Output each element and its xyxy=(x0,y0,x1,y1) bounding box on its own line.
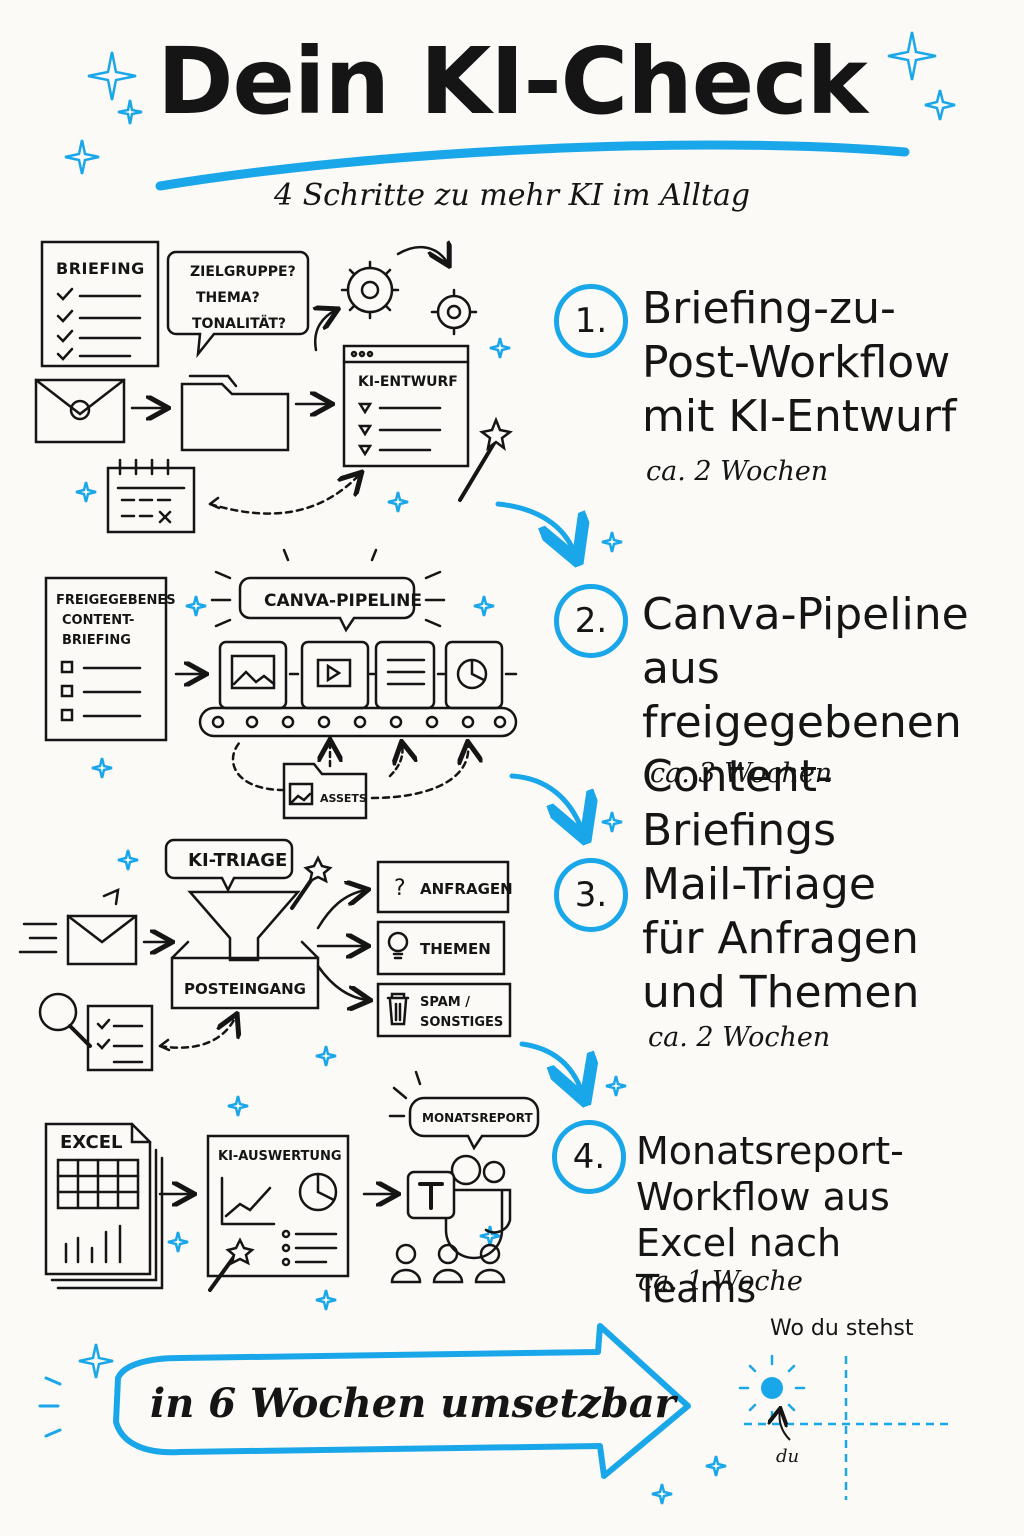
cta-text: in 6 Wochen umsetzbar xyxy=(150,1380,676,1427)
lightbulb-icon xyxy=(387,931,409,953)
where-you-stand-label: Wo du stehst xyxy=(770,1316,914,1341)
person-icon xyxy=(395,1243,417,1265)
category-anfragen xyxy=(376,860,510,914)
step-3-duration: ca. 2 Wochen xyxy=(648,1022,831,1053)
sparkle-icon xyxy=(64,31,956,1505)
step-1-title: Briefing-zu-Post-Workflow mit KI-Entwurf xyxy=(642,283,957,442)
content-briefing-line-2: CONTENT- xyxy=(62,613,134,628)
step-4-title: Monatsreport-Workflow aus Excel nach Tea… xyxy=(636,1129,904,1311)
email-icon xyxy=(34,378,126,444)
ki-auswertung-label: KI-AUSWERTUNG xyxy=(218,1149,342,1164)
ki-triage-bubble xyxy=(164,838,294,893)
incoming-mail-icon xyxy=(66,914,138,966)
image-card xyxy=(218,640,288,710)
bubble-line-1: ZIELGRUPPE? xyxy=(190,264,296,280)
page-subtitle: 4 Schritte zu mehr KI im Alltag xyxy=(273,178,751,213)
spam-label-line-1: SPAM / xyxy=(420,995,470,1010)
ki-triage-label: KI-TRIAGE xyxy=(188,850,287,871)
excel-document-icon xyxy=(44,1122,152,1276)
monatsreport-bubble xyxy=(408,1096,540,1151)
canva-pipeline-label: CANVA-PIPELINE xyxy=(264,591,422,611)
step-2-title: Canva-Pipeline aus freigegebenen Content… xyxy=(642,589,969,856)
you-marker xyxy=(761,1377,783,1399)
step-1-number: 1. xyxy=(554,284,628,358)
step-2-duration: ca. 3 Wochen xyxy=(650,758,833,789)
person-icon xyxy=(479,1243,501,1265)
bubble-line-2: THEMA? xyxy=(196,290,260,306)
step4-illustration xyxy=(44,1070,540,1292)
cta-burst-lines xyxy=(38,1376,62,1438)
step-2-number: 2. xyxy=(554,584,628,658)
assets-folder-icon xyxy=(282,762,368,820)
position-matrix xyxy=(738,1354,948,1500)
content-briefing-line-3: BRIEFING xyxy=(62,633,131,648)
anfragen-label: ANFRAGEN xyxy=(420,880,513,898)
category-spam xyxy=(376,982,512,1038)
step-3-title: Mail-Triage für Anfragen und Themen xyxy=(642,859,920,1018)
step-connector-arrows xyxy=(495,501,582,1092)
posteingang-label: POSTEINGANG xyxy=(184,980,306,998)
conveyor-belt xyxy=(198,706,518,738)
inbox-tray-icon xyxy=(170,940,320,1010)
briefing-document-icon xyxy=(40,240,160,368)
step-4-duration: ca. 1 Woche xyxy=(638,1266,803,1297)
page-title: Dein KI-Check xyxy=(157,28,868,135)
teams-icon xyxy=(450,1154,482,1186)
checklist-icon xyxy=(86,1004,154,1072)
step3-illustration xyxy=(18,838,512,1072)
monatsreport-label: MONATSREPORT xyxy=(422,1111,534,1125)
you-label: du xyxy=(776,1446,800,1467)
step2-illustration xyxy=(44,548,518,820)
content-briefing-document xyxy=(44,576,168,742)
step-4-number: 4. xyxy=(552,1120,626,1194)
assets-label: ASSETS xyxy=(320,792,367,805)
pipeline-bubble xyxy=(238,576,416,633)
category-themen xyxy=(376,920,506,976)
magic-wand-icon xyxy=(458,438,498,502)
content-briefing-line-1: FREIGEGEBENES xyxy=(56,593,176,608)
themen-label: THEMEN xyxy=(420,940,491,958)
step-1-duration: ca. 2 Wochen xyxy=(646,456,829,487)
question-icon: ? xyxy=(394,876,406,901)
briefing-label: BRIEFING xyxy=(56,259,145,278)
gear-icon xyxy=(436,294,472,330)
search-magnifier-icon xyxy=(38,992,78,1032)
person-icon xyxy=(437,1243,459,1265)
step-3-number: 3. xyxy=(554,858,628,932)
folder-icon xyxy=(180,382,290,452)
ki-entwurf-label: KI-ENTWURF xyxy=(358,374,458,390)
ki-auswertung-panel xyxy=(206,1134,350,1278)
title-underline xyxy=(155,140,910,191)
spam-label-line-2: SONSTIGES xyxy=(420,1015,503,1030)
question-bubble xyxy=(166,250,310,359)
excel-label: EXCEL xyxy=(60,1132,123,1153)
trash-icon xyxy=(386,992,410,1026)
funnel-icon xyxy=(187,890,301,962)
ki-draft-window xyxy=(342,344,470,468)
step1-illustration xyxy=(34,240,513,534)
cta-arrow xyxy=(113,1323,691,1479)
bubble-line-3: TONALITÄT? xyxy=(192,315,286,332)
text-card xyxy=(374,640,436,710)
